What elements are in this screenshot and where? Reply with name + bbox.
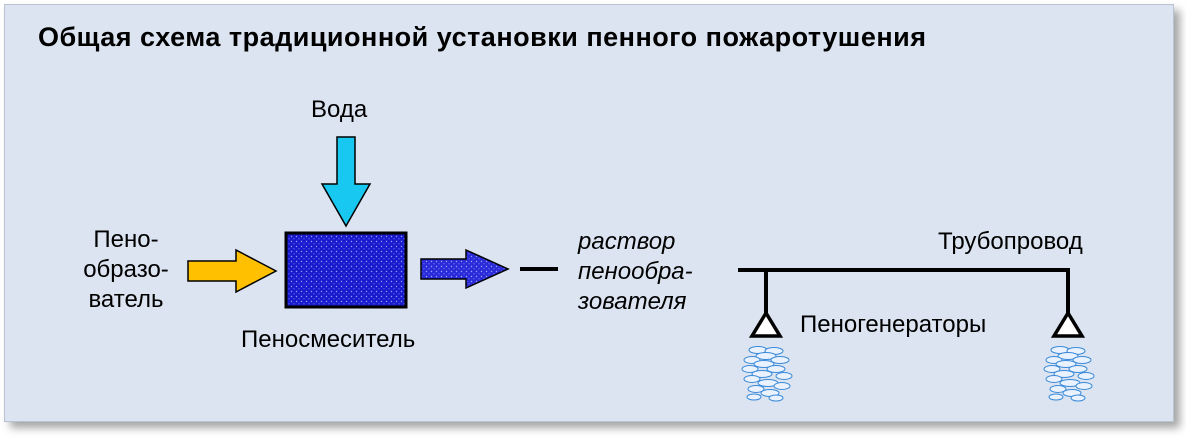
foam-solution-label-line1: раствор xyxy=(578,228,676,255)
foam-agent-label-line3: ватель xyxy=(88,286,164,313)
foam-mixer-box xyxy=(284,231,408,309)
foam-mixer-label: Пеносмеситель xyxy=(241,326,416,353)
foam-bubbles-right xyxy=(1043,346,1095,402)
diagram-title: Общая схема традиционной установки пенно… xyxy=(38,22,927,52)
foam-bubbles-left xyxy=(741,346,793,402)
foam-agent-label-line1: Пено- xyxy=(93,226,159,253)
pipeline-label: Трубопровод xyxy=(938,228,1083,255)
foam-agent-arrow xyxy=(187,248,278,294)
foam-solution-label-line3: зователя xyxy=(578,288,687,315)
foam-agent-label: Пено- образо- ватель xyxy=(70,225,182,315)
foam-generators-label: Пеногенераторы xyxy=(800,311,987,338)
foam-generator-left xyxy=(748,309,784,338)
water-label: Вода xyxy=(311,96,368,123)
solution-arrow xyxy=(420,248,510,290)
foam-solution-label-line2: пенообра- xyxy=(578,258,693,285)
water-arrow xyxy=(320,136,372,228)
pipeline xyxy=(738,268,1070,313)
foam-agent-label-line2: образо- xyxy=(83,256,169,283)
foam-generator-right xyxy=(1050,309,1086,338)
diagram-panel xyxy=(4,4,1174,422)
foam-solution-label: раствор пенообра- зователя xyxy=(578,227,693,317)
